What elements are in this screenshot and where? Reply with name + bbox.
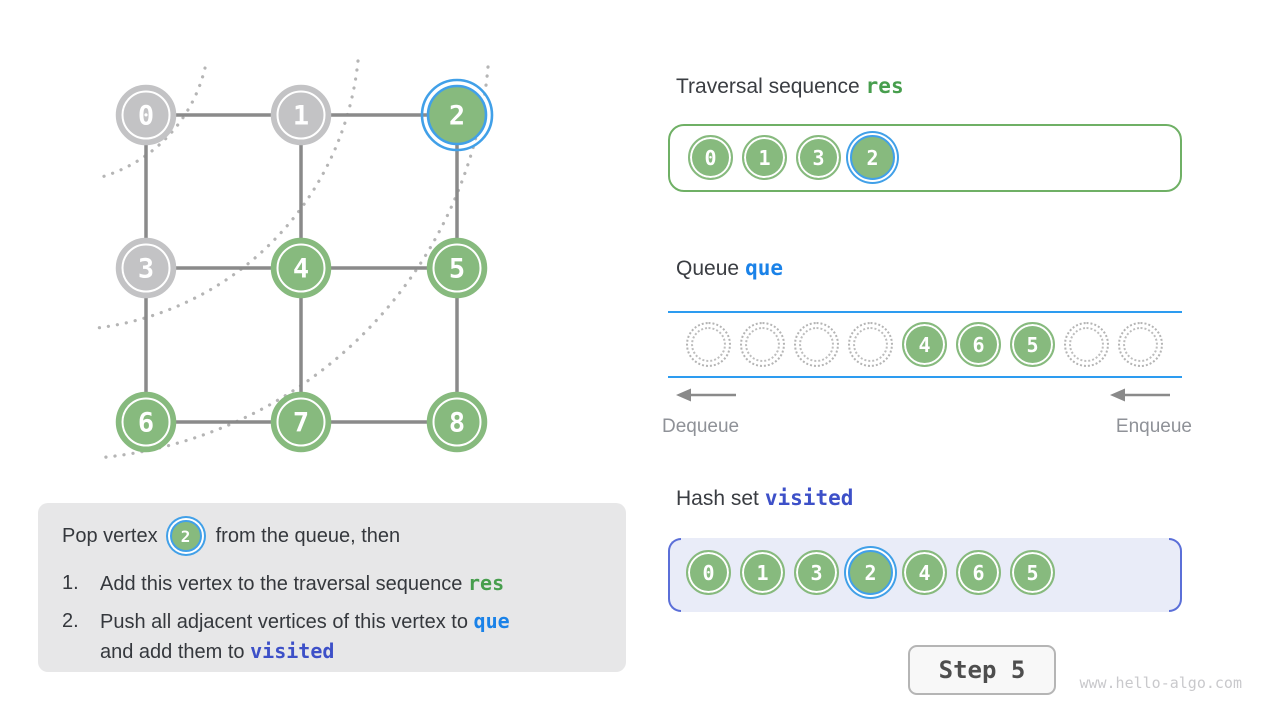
queue-empty-slot bbox=[1064, 322, 1109, 367]
queue-box: 4 6 5 bbox=[668, 311, 1182, 378]
explanation-step-2: 2. Push all adjacent vertices of this ve… bbox=[62, 607, 602, 666]
svg-text:6: 6 bbox=[138, 408, 154, 439]
visited-item-3: 3 bbox=[794, 550, 839, 595]
svg-text:5: 5 bbox=[449, 254, 465, 285]
svg-text:0: 0 bbox=[138, 101, 154, 132]
visited-item-5: 5 bbox=[1010, 550, 1055, 595]
current-vertex-badge: 2 bbox=[169, 520, 202, 552]
svg-text:2: 2 bbox=[449, 101, 465, 132]
step-counter-button[interactable]: Step 5 bbox=[908, 645, 1056, 695]
visited-item-4: 4 bbox=[902, 550, 947, 595]
queue-item-4: 4 bbox=[902, 322, 947, 367]
svg-text:1: 1 bbox=[293, 101, 309, 132]
visited-code-ref: visited bbox=[250, 638, 335, 663]
graph-vertex-0: 0 bbox=[115, 84, 177, 146]
graph-vertex-2-current: 2 bbox=[420, 78, 494, 152]
dequeue-label: Dequeue bbox=[662, 416, 740, 437]
traversal-sequence-box: 0 1 3 2 bbox=[668, 124, 1182, 192]
step-1-text: Add this vertex to the traversal sequenc… bbox=[100, 573, 463, 595]
svg-text:3: 3 bbox=[138, 254, 154, 285]
explanation-intro-after: from the queue, then bbox=[215, 524, 401, 547]
explanation-step-1: 1. Add this vertex to the traversal sequ… bbox=[62, 569, 602, 598]
res-item-0: 0 bbox=[688, 135, 733, 180]
queue-empty-slot bbox=[740, 322, 785, 367]
enqueue-arrow-icon bbox=[1110, 388, 1170, 402]
hashset-right-bracket bbox=[1169, 538, 1182, 612]
graph-vertex-4: 4 bbox=[270, 237, 332, 299]
hashset-left-bracket bbox=[668, 538, 681, 612]
queue-item-6: 6 bbox=[956, 322, 1001, 367]
res-title-code: res bbox=[865, 74, 904, 98]
que-title-code: que bbox=[745, 256, 783, 280]
step-2-text-2: and add them to bbox=[100, 640, 245, 663]
graph-vertex-6: 6 bbox=[115, 391, 177, 453]
visited-item-1: 1 bbox=[740, 550, 785, 595]
queue-empty-slot bbox=[1118, 322, 1163, 367]
res-item-1: 1 bbox=[742, 135, 787, 180]
graph-vertex-7: 7 bbox=[270, 391, 332, 453]
explanation-intro: Pop vertex 2 from the queue, then bbox=[62, 520, 602, 552]
svg-text:7: 7 bbox=[293, 408, 309, 439]
graph-vertex-5: 5 bbox=[426, 237, 488, 299]
queue-empty-slot bbox=[848, 322, 893, 367]
bfs-layer-arcs bbox=[95, 59, 490, 460]
res-item-3: 3 bbox=[796, 135, 841, 180]
graph-vertex-1: 1 bbox=[270, 84, 332, 146]
res-item-2-current: 2 bbox=[850, 135, 895, 180]
visited-title-code: visited bbox=[764, 486, 854, 510]
graph-canvas: 0 1 2 3 4 bbox=[95, 59, 494, 460]
enqueue-label: Enqueue bbox=[1115, 416, 1192, 437]
step-2-number: 2. bbox=[62, 610, 79, 633]
explanation-intro-before: Pop vertex bbox=[62, 524, 158, 547]
que-code-ref: que bbox=[473, 609, 510, 634]
dequeue-arrow-icon bbox=[676, 388, 736, 402]
watermark: www.hello-algo.com bbox=[1079, 674, 1242, 692]
graph-vertex-3: 3 bbox=[115, 237, 177, 299]
svg-text:8: 8 bbox=[449, 408, 465, 439]
graph-vertex-8: 8 bbox=[426, 391, 488, 453]
queue-item-5: 5 bbox=[1010, 322, 1055, 367]
res-code-ref: res bbox=[467, 571, 505, 595]
svg-text:4: 4 bbox=[293, 254, 309, 285]
visited-item-2-current: 2 bbox=[848, 550, 893, 595]
visited-item-6: 6 bbox=[956, 550, 1001, 595]
hash-set-box: 0 1 3 2 4 6 5 bbox=[668, 538, 1182, 612]
step-2-text-1: Push all adjacent vertices of this verte… bbox=[100, 611, 468, 634]
queue-empty-slot bbox=[794, 322, 839, 367]
step-1-number: 1. bbox=[62, 572, 79, 594]
queue-empty-slot bbox=[686, 322, 731, 367]
visited-item-0: 0 bbox=[686, 550, 731, 595]
explanation-box: Pop vertex 2 from the queue, then 1. Add… bbox=[38, 503, 626, 672]
